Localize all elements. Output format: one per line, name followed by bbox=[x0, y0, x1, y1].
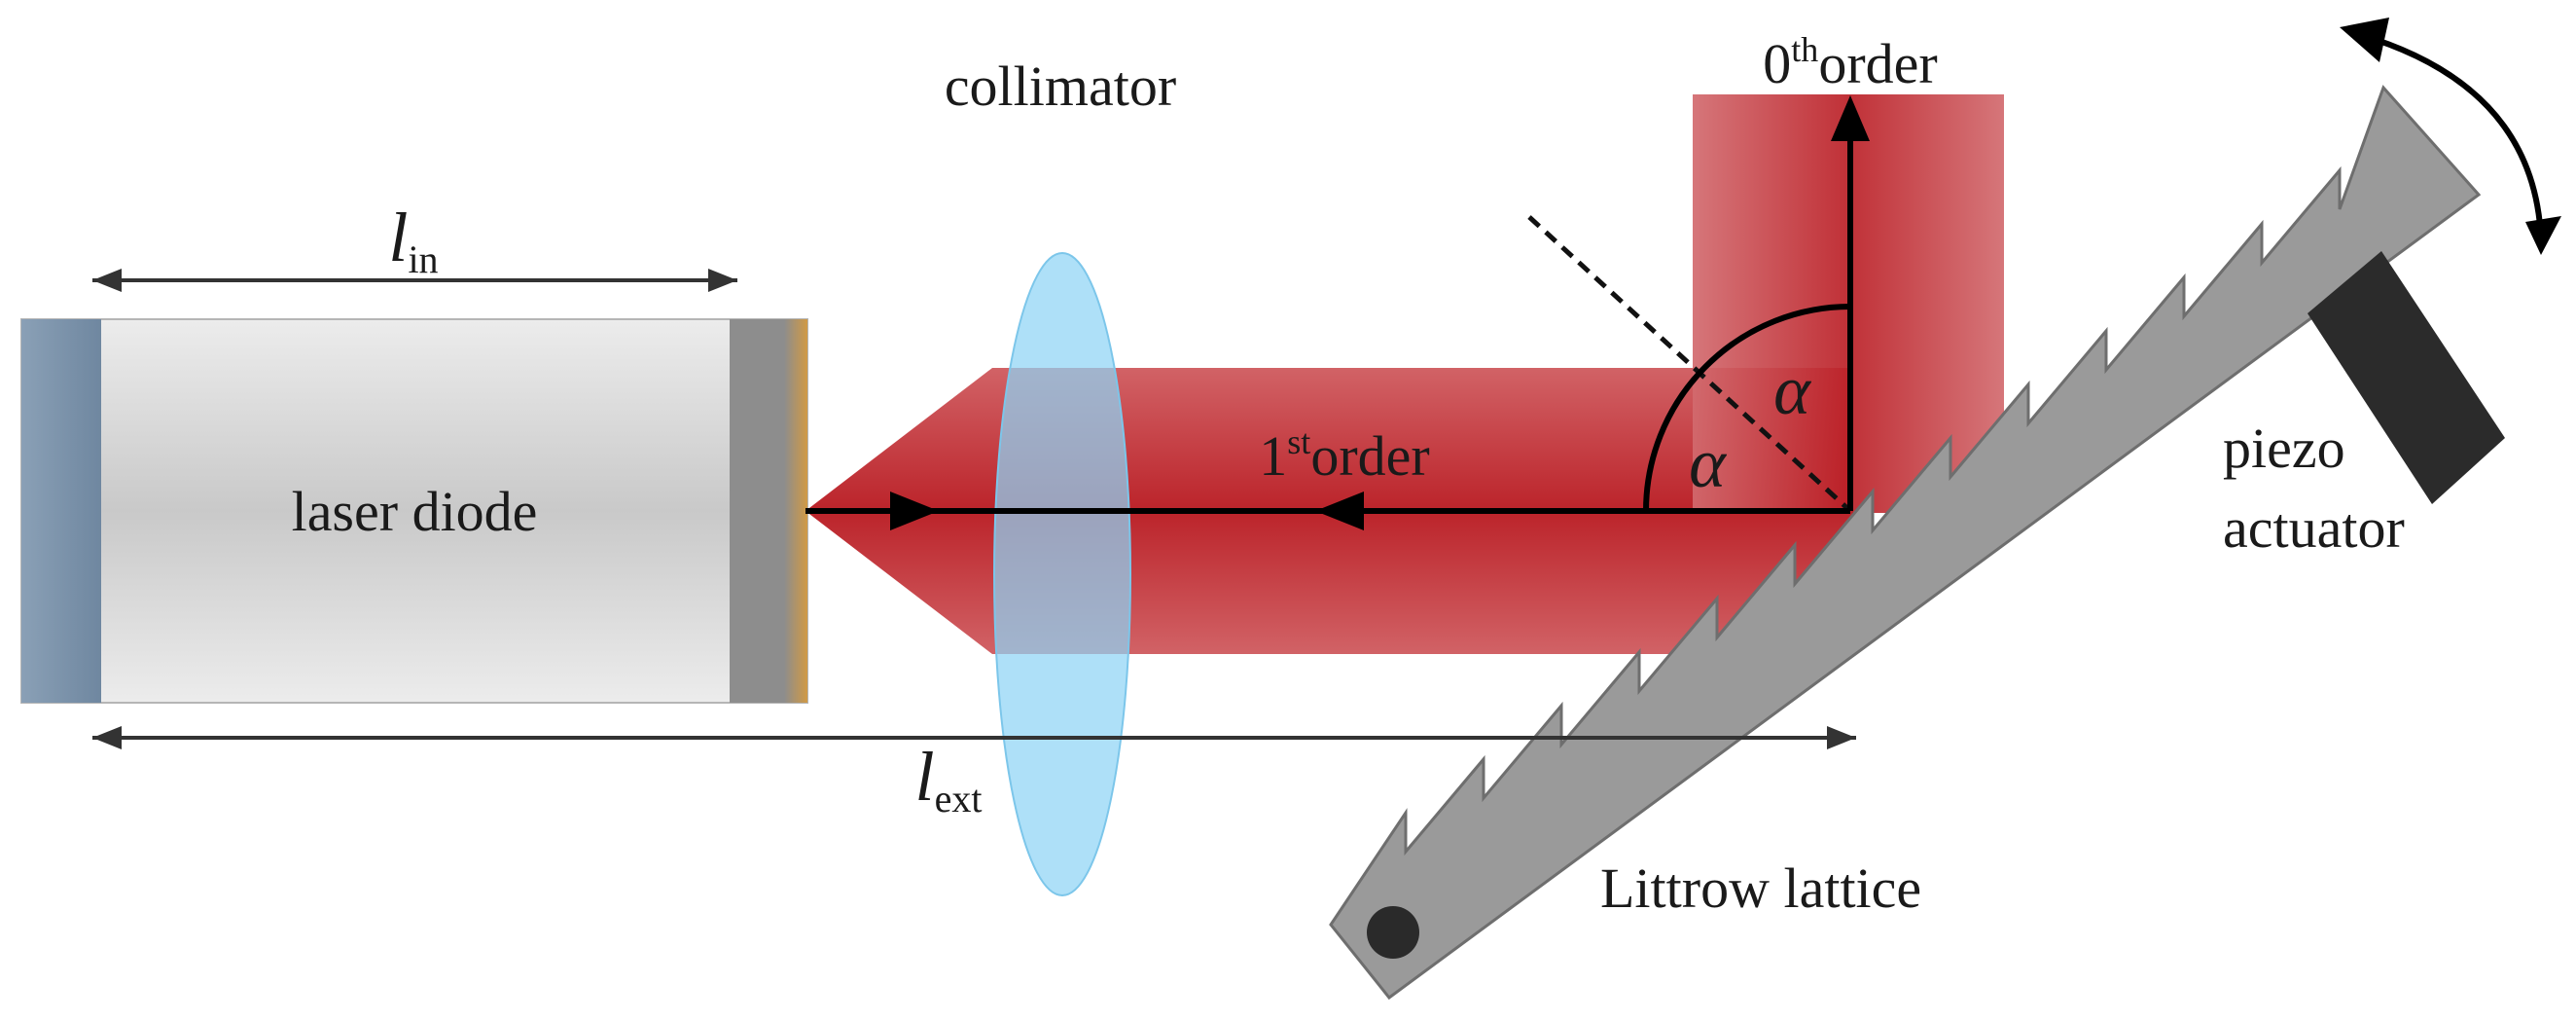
l-in-arrowhead-left bbox=[92, 269, 122, 292]
first-order-label: 1storder bbox=[1259, 422, 1429, 488]
zeroth-order-label: 0thorder bbox=[1763, 30, 1937, 95]
rotation-arrow bbox=[2340, 18, 2561, 255]
alpha-label-lower: α bbox=[1689, 424, 1727, 502]
piezo-label-line1: piezo bbox=[2223, 417, 2345, 480]
collimator-label: collimator bbox=[945, 55, 1176, 118]
grating-normal-line bbox=[1527, 215, 1852, 513]
laser-diode-front-facet bbox=[730, 319, 807, 703]
grating-pivot bbox=[1367, 906, 1419, 959]
angle-arc-alpha bbox=[1643, 304, 1851, 512]
littrow-grating bbox=[1329, 85, 2482, 1001]
laser-diode bbox=[20, 318, 808, 704]
piezo-label-line2: actuator bbox=[2223, 496, 2405, 560]
collimator-lens bbox=[993, 252, 1131, 896]
laser-diode-rear-facet bbox=[21, 319, 101, 703]
littrow-lattice-label: Littrow lattice bbox=[1600, 856, 1921, 920]
l-in-arrowhead-right bbox=[708, 269, 737, 292]
l-ext-arrowhead-left bbox=[92, 726, 122, 749]
l-in-label: lin bbox=[388, 199, 438, 281]
alpha-label-upper: α bbox=[1773, 351, 1811, 429]
zeroth-order-arrow bbox=[1831, 95, 1870, 141]
l-ext-label: lext bbox=[915, 738, 983, 820]
rotation-arrow-arc bbox=[2373, 36, 2544, 239]
piezo-actuator-block bbox=[2308, 251, 2505, 504]
rotation-arrow-head-top bbox=[2340, 18, 2389, 62]
beam-rays bbox=[805, 95, 1870, 530]
ray-arrow-to-grating bbox=[890, 492, 939, 530]
grating-body bbox=[1329, 85, 2482, 1001]
ray-arrow-to-diode bbox=[1315, 492, 1364, 530]
rotation-arrow-head-bottom bbox=[2525, 216, 2561, 255]
l-ext-arrowhead-right bbox=[1827, 726, 1856, 749]
laser-diode-label: laser diode bbox=[292, 480, 538, 543]
laser-diode-body bbox=[20, 318, 808, 704]
